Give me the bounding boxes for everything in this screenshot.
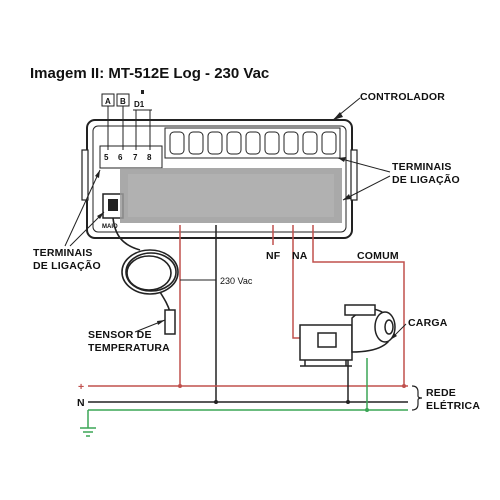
terminal-slot [245,131,261,155]
rede-label-2: ELÉTRICA [426,399,480,412]
sensor-label-1: SENSOR DE [88,329,152,341]
svg-text:5: 5 [104,153,109,162]
rede-label-1: REDE [426,387,456,399]
load-motor [299,304,396,367]
svg-text:MAIO: MAIO [102,224,118,230]
svg-text:8: 8 [147,153,152,162]
na-label: NA [292,250,308,262]
temperature-sensor [112,217,179,335]
terminais-right-label-2: DE LIGAÇÃO [392,173,460,186]
terminais-left-label-2: DE LIGAÇÃO [33,259,101,272]
phase-label: + [78,381,84,393]
comum-label: COMUM [357,250,399,262]
terminal-slot [207,131,223,155]
communication-connector: A B D1 [101,90,152,150]
controlador-label: CONTROLADOR [360,91,445,103]
terminais-left-label-1: TERMINAIS [33,247,93,259]
svg-text:7: 7 [133,153,138,162]
terminal-slot [169,131,185,155]
controller-unit: 5 6 7 8 MAIO [81,119,358,239]
carga-label: CARGA [408,317,448,329]
terminal-block [164,127,341,159]
network-brace [411,385,423,411]
terminal-slot [321,131,337,155]
neutral-label: N [77,397,85,409]
connector-b-label: B [120,97,126,106]
terminal-slot [302,131,318,155]
sensor-label-2: TEMPERATURA [88,342,170,354]
terminal-slot [226,131,242,155]
connector-d1-label: D1 [134,100,145,109]
terminal-slot [188,131,204,155]
connector-a-label: A [105,97,111,106]
nf-label: NF [266,250,281,262]
svg-text:6: 6 [118,153,123,162]
terminais-right-label-1: TERMINAIS [392,161,452,173]
voltage-label: 230 Vac [220,276,253,286]
terminal-slot [264,131,280,155]
diagram-title: Imagem II: MT-512E Log - 230 Vac [30,65,269,82]
wiring: 230 Vac [80,225,408,437]
terminal-slot [283,131,299,155]
